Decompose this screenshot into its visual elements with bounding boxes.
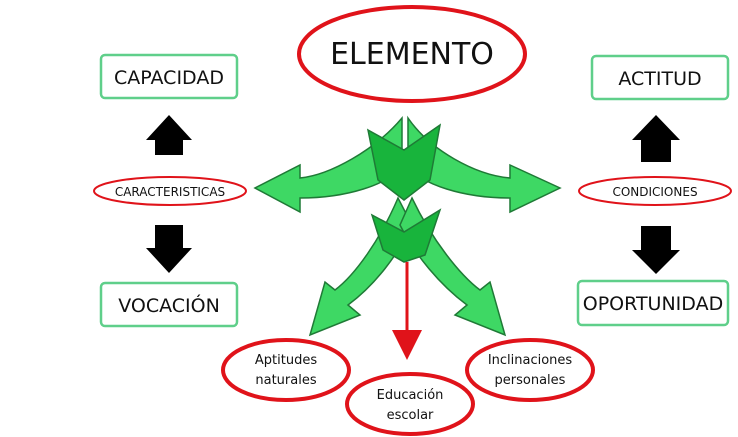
actitud-label: ACTITUD (618, 68, 701, 90)
lower-left-green-arrow (308, 196, 413, 337)
aptitudes-line1: Aptitudes (255, 353, 317, 368)
condiciones-label: CONDICIONES (612, 185, 697, 199)
inclinaciones-line2: personales (495, 373, 566, 388)
title-node: ELEMENTO (297, 5, 527, 103)
vocacion-box (99, 281, 239, 328)
right-down-arrow (632, 226, 680, 274)
top-green-wedge (366, 123, 442, 201)
title-label: ELEMENTO (330, 37, 494, 72)
educacion-oval (345, 372, 475, 436)
oportunidad-box (576, 279, 730, 327)
left-up-arrow (146, 115, 192, 155)
right-up-arrow (632, 115, 680, 162)
capacidad-box (99, 53, 239, 100)
bottom-ovals: Aptitudes naturales Educación escolar In… (221, 338, 595, 436)
title-oval (297, 5, 527, 103)
educacion-line2: escolar (387, 408, 434, 423)
capacidad-label: CAPACIDAD (114, 67, 224, 89)
lower-right-green-arrow (399, 196, 507, 337)
caracteristicas-label: CARACTERISTICAS (115, 185, 225, 199)
right-column: ACTITUD CONDICIONES OPORTUNIDAD (576, 54, 732, 327)
caracteristicas-oval (93, 176, 247, 206)
bottom-green-wedge (370, 208, 442, 263)
aptitudes-line2: naturales (255, 373, 316, 388)
vocacion-label: VOCACIÓN (118, 293, 220, 317)
inclinaciones-oval (465, 338, 595, 402)
oportunidad-label: OPORTUNIDAD (583, 293, 723, 315)
left-column: CAPACIDAD CARACTERISTICAS VOCACIÓN (93, 53, 247, 328)
actitud-box (590, 54, 730, 101)
aptitudes-oval (221, 338, 351, 402)
left-down-arrow (146, 225, 192, 273)
green-arrows (253, 115, 562, 337)
educacion-line1: Educación (377, 388, 444, 403)
inclinaciones-line1: Inclinaciones (488, 353, 573, 368)
condiciones-oval (578, 176, 732, 206)
